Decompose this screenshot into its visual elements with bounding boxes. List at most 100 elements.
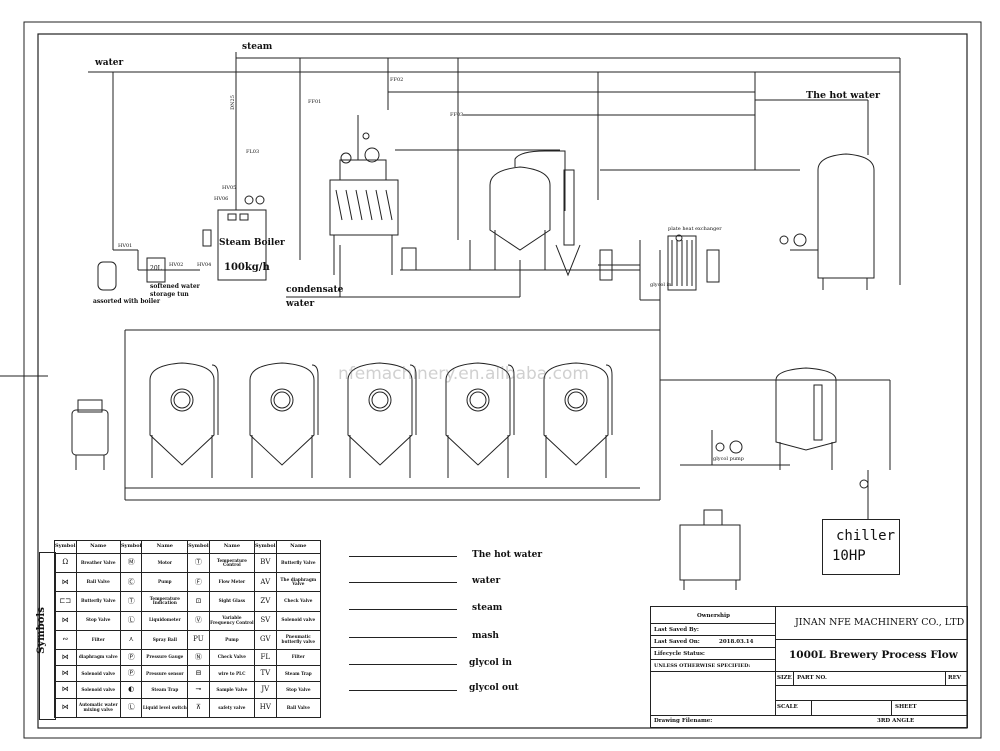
symbol-name: safety valve (208, 697, 256, 719)
legend-glycol-in: glycol in (469, 658, 512, 668)
condensate-label: condensate (286, 285, 344, 295)
size-label: SIZE (777, 675, 792, 681)
chiller-label: chiller (836, 528, 896, 544)
symbol-name: Sample Valve (208, 681, 256, 699)
legend-line-water (349, 582, 457, 583)
symbol-icon: Ⓒ (119, 572, 143, 593)
symbol-name: diaphragm valve (75, 648, 121, 667)
lifecycle-label: Lifecycle Status: (654, 651, 705, 657)
symbol-icon: ⊡ (187, 591, 210, 612)
angle-label: 3RD ANGLE (877, 718, 915, 724)
symbols-header-row: Symbol Name Symbol Name Symbol Name Symb… (54, 540, 322, 554)
legend-line-glycol-in (349, 664, 457, 665)
symbol-icon: ⋈ (54, 697, 77, 719)
last-saved-by-label: Last Saved By: (654, 627, 699, 633)
legend-line-glycol-out (349, 690, 457, 691)
last-saved-on-label: Last Saved On: (654, 639, 700, 645)
symbol-icon: Ⓜ (119, 552, 143, 574)
tag-ff01: FF01 (308, 99, 322, 105)
symbol-icon: Ⓕ (187, 572, 210, 593)
symbol-name: Pressure Gauge (141, 648, 189, 667)
symbol-icon: ⋏ (119, 629, 143, 650)
symbol-name: Temperature Indication (141, 591, 189, 612)
symbol-icon: ⋈ (54, 665, 77, 683)
header-name: Name (75, 540, 121, 554)
symbol-name: Steam Trap (141, 681, 189, 699)
symbol-name: Liquidometer (141, 610, 189, 631)
softened-tank-label-2: storage tun (150, 291, 189, 298)
symbol-name: Sight Glass (208, 591, 256, 612)
symbol-icon: GV (254, 629, 277, 650)
symbol-name: Check Valve (208, 648, 256, 667)
symbol-name: Stop Valve (275, 681, 322, 699)
glycol-pump-label: glycol pump (713, 456, 744, 462)
header-symbol: Symbol (119, 540, 143, 554)
drawing-title: 1000L Brewery Process Flow (789, 649, 958, 661)
sheet-label: SHEET (895, 704, 917, 710)
header-name: Name (275, 540, 322, 554)
softened-tank-label: softened water (150, 283, 200, 290)
symbol-icon: ⋈ (54, 610, 77, 631)
symbol-name: Solenoid valve (275, 610, 322, 631)
symbol-icon: PU (187, 629, 210, 650)
symbol-icon: ZV (254, 591, 277, 612)
symbol-icon: Ⓛ (119, 697, 143, 719)
water-inlet-label: water (95, 58, 124, 68)
steam-label: steam (242, 42, 273, 52)
unless-label: UNLESS OTHERWISE SPECIFIED: (654, 663, 751, 669)
legend-glycol-out: glycol out (469, 683, 519, 693)
symbol-name: The diaphragm Valve (275, 572, 322, 593)
symbol-name: Stop Valve (75, 610, 121, 631)
symbol-name: Butterfly Valve (75, 591, 121, 612)
symbol-name: Flow Meter (208, 572, 256, 593)
symbol-icon: BV (254, 552, 277, 574)
symbol-icon: Ⓣ (119, 591, 143, 612)
symbol-icon: ⋈ (54, 572, 77, 593)
symbols-title: Symbols (35, 607, 47, 654)
symbol-name: Pneumatic butterfly valve (275, 629, 322, 650)
header-symbol: Symbol (187, 540, 210, 554)
symbol-name: Ball Valve (275, 697, 322, 719)
chiller: chiller 10HP (822, 519, 900, 575)
symbol-name: Pump (208, 629, 256, 650)
header-name: Name (141, 540, 189, 554)
header-name: Name (208, 540, 256, 554)
symbol-name: Variable Frequency Control (208, 610, 256, 631)
symbol-name: Filter (75, 629, 121, 650)
part-no-label: PART NO. (797, 675, 827, 681)
title-block: Ownership Last Saved By: Last Saved On: … (650, 606, 968, 728)
symbol-icon: FL (254, 648, 277, 667)
symbol-icon: ◐ (119, 681, 143, 699)
symbol-icon: Ⓥ (187, 610, 210, 631)
chiller-capacity: 10HP (832, 548, 866, 564)
boiler-capacity: 100kg/h (224, 262, 270, 273)
symbol-icon: TV (254, 665, 277, 683)
assorted-label: assorted with boiler (93, 298, 161, 305)
symbol-icon: JV (254, 681, 277, 699)
hot-water-label: The hot water (806, 90, 881, 101)
symbol-icon: ⊏⊐ (54, 591, 77, 612)
legend-line-mash (349, 637, 457, 638)
legend-hot-water: The hot water (472, 550, 543, 560)
legend-line-steam (349, 609, 457, 610)
tag-hv01: HV01 (118, 243, 133, 249)
symbol-icon: SV (254, 610, 277, 631)
symbol-icon: HV (254, 697, 277, 719)
symbol-name: Breather Valve (75, 552, 121, 574)
tag-hv02: HV02 (169, 262, 184, 268)
company-name: JINAN NFE MACHINERY CO., LTD (795, 617, 965, 628)
symbol-name: Steam Trap (275, 665, 322, 683)
symbol-name: Spray Ball (141, 629, 189, 650)
symbols-table: Symbol Name Symbol Name Symbol Name Symb… (54, 540, 322, 719)
condensate-water-label: water (286, 299, 315, 309)
legend-steam: steam (472, 603, 503, 613)
tag-ff02: FF02 (390, 77, 404, 83)
symbol-name: Butterfly Valve (275, 552, 322, 574)
symbol-icon: ⊼ (187, 697, 210, 719)
symbol-icon: ∾ (54, 629, 77, 650)
